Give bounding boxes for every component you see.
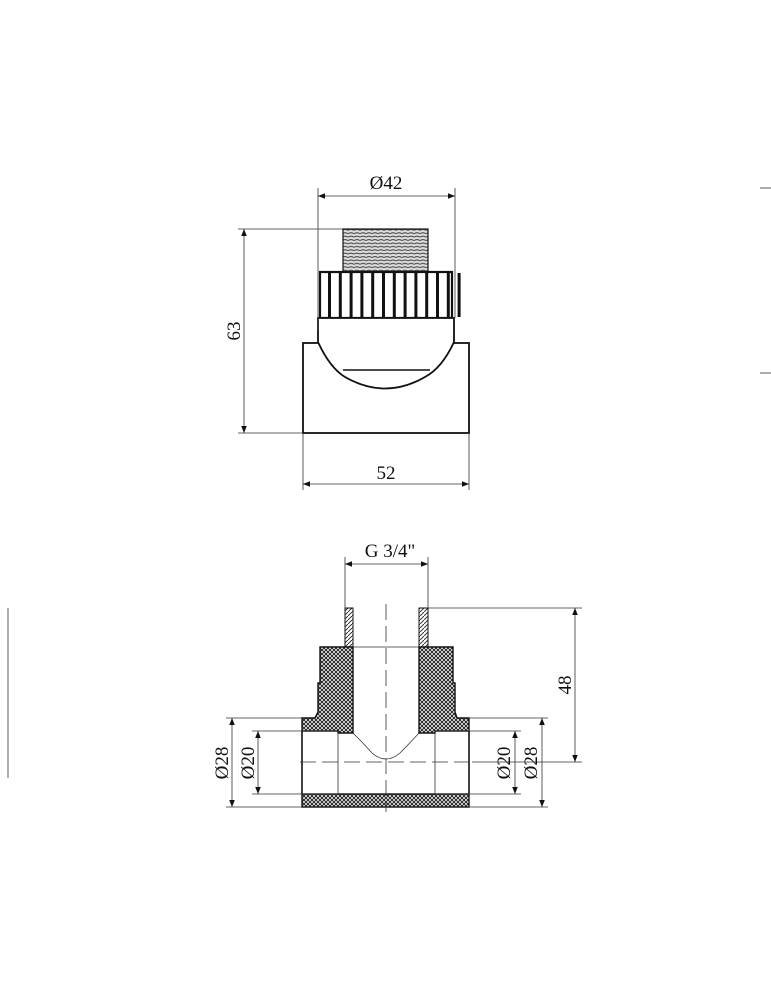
knurl-rib <box>436 273 439 317</box>
knurl-ribs <box>328 273 461 317</box>
dim-height-section: 48 <box>555 676 576 695</box>
body-section-right <box>418 646 470 734</box>
dim-right-inner: Ø20 <box>494 747 515 780</box>
knurl-rib <box>371 273 375 317</box>
knurl-rib <box>328 273 331 317</box>
knurl-rib <box>382 273 385 317</box>
page-edge-marks <box>7 187 771 778</box>
knurl-rib <box>414 273 418 317</box>
body-section-bottom <box>301 793 470 808</box>
knurl-rib <box>338 273 342 317</box>
cap-dome <box>317 317 455 390</box>
knurl-rib <box>392 273 396 317</box>
male-thread <box>342 228 429 273</box>
knurl-rib <box>360 273 364 317</box>
thread-wall-right <box>418 607 429 648</box>
dim-width: 52 <box>377 463 396 484</box>
dim-outer-diameter: Ø42 <box>370 173 403 194</box>
section-view: G 3/4" 48 Ø28 Ø20 Ø20 Ø28 <box>212 541 582 812</box>
knurl-rib <box>349 273 353 317</box>
knurl-rib <box>446 273 450 317</box>
body-section-left <box>301 646 354 734</box>
dim-right-outer: Ø28 <box>521 747 542 780</box>
thread-wall-left <box>344 607 354 648</box>
dim-thread: G 3/4" <box>365 541 416 562</box>
dim-height-top: 63 <box>224 322 245 341</box>
top-view: Ø42 63 52 <box>224 173 470 490</box>
dim-left-inner: Ø20 <box>238 747 259 780</box>
fitting-exterior <box>302 228 470 434</box>
knurl-rib <box>457 273 461 317</box>
dim-left-outer: Ø28 <box>212 747 233 780</box>
knurl-rib <box>425 273 429 317</box>
knurl-rib <box>403 273 407 317</box>
knurled-nut <box>318 270 454 320</box>
